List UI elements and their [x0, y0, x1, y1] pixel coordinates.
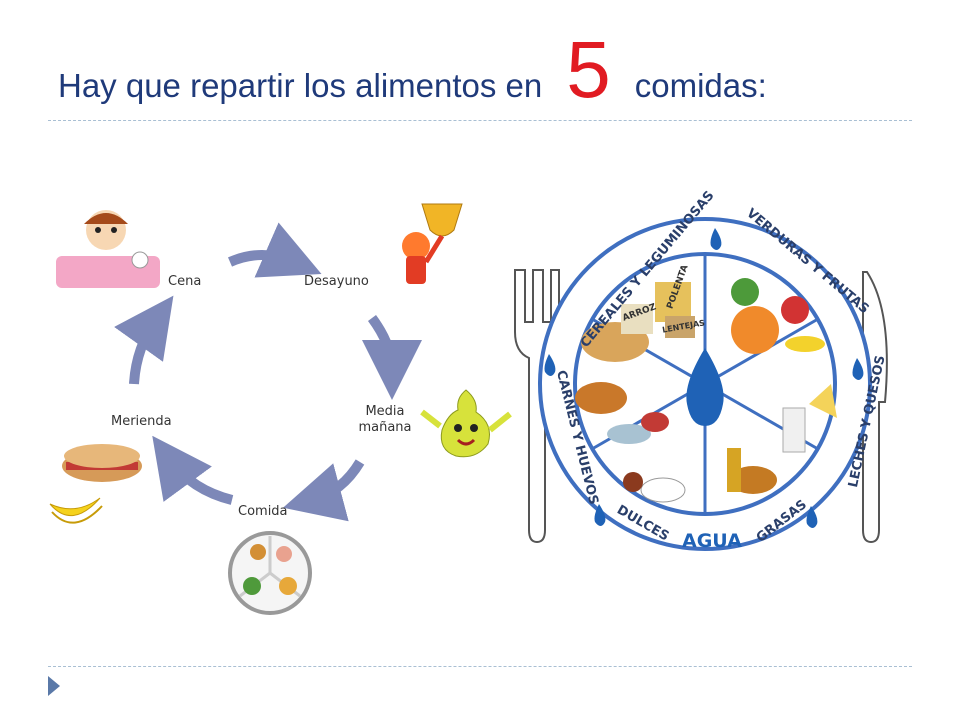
sandwich-illustration	[62, 444, 142, 482]
arrow-desayuno-media	[361, 315, 422, 400]
title-prefix: Hay que repartir los alimentos en	[58, 67, 543, 104]
rim-drop-icon	[544, 354, 556, 376]
arrow-comida-merienda	[152, 435, 234, 505]
banana-illustration	[49, 497, 103, 524]
rim-drop-icon	[852, 358, 864, 380]
food-box-lentejas	[665, 316, 695, 338]
title-suffix: comidas:	[634, 67, 767, 104]
pear-character-illustration	[420, 389, 512, 458]
meal-label-desayuno: Desayuno	[304, 274, 369, 289]
arrow-cena-desayuno	[227, 222, 322, 278]
footer-divider	[48, 666, 912, 667]
knife-icon	[862, 271, 888, 544]
girl-dinner-illustration	[56, 210, 160, 288]
rim-drop-icon	[594, 504, 606, 526]
title-divider	[48, 120, 912, 121]
rim-drop-icon	[806, 506, 818, 528]
food-box-arroz	[621, 304, 653, 334]
slide-title: Hay que repartir los alimentos en 5 comi…	[58, 30, 767, 110]
arrow-merienda-cena	[114, 295, 174, 385]
rim-drop-icon	[710, 228, 722, 250]
meal-label-comida: Comida	[238, 504, 288, 519]
water-drop-icon	[686, 348, 724, 426]
meal-label-media-manana: Media mañana	[358, 404, 412, 435]
food-box-polenta	[655, 282, 691, 322]
meal-label-cena: Cena	[168, 274, 202, 289]
trophy-character-illustration	[402, 203, 463, 284]
meal-label-merienda: Merienda	[111, 414, 172, 429]
slide-bullet-icon	[48, 676, 60, 696]
title-number: 5	[566, 25, 611, 114]
food-plate-diagram	[514, 217, 888, 551]
arrow-media-comida	[283, 459, 365, 522]
plate-label-agua: AGUA	[682, 530, 742, 552]
lunch-plate-illustration	[228, 531, 312, 615]
